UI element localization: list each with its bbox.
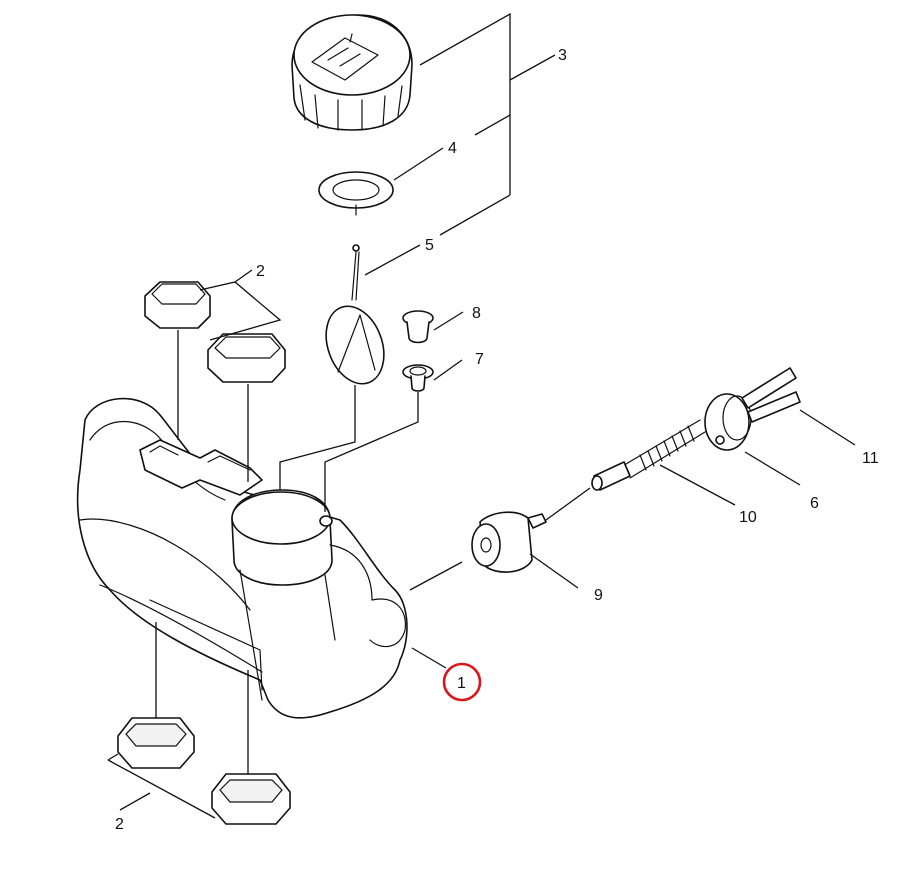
callout-5: 5 — [425, 237, 434, 254]
callout-7: 7 — [475, 351, 484, 368]
leader-lines — [107, 12, 856, 819]
callout-6: 6 — [810, 495, 819, 512]
callout-3: 3 — [558, 47, 567, 64]
highlight-circle — [442, 662, 482, 702]
cap-gasket — [318, 171, 394, 209]
fuel-tank — [76, 397, 408, 719]
grommet-plug — [402, 310, 434, 344]
tank-grommet — [402, 364, 434, 392]
callout-10: 10 — [739, 509, 757, 526]
upper-rubber-mount-2 — [207, 333, 286, 383]
fuel-cap — [291, 14, 413, 131]
fuel-line-grommet — [704, 393, 752, 451]
callout-2-bottom: 2 — [115, 816, 124, 833]
lower-rubber-mount-1 — [117, 717, 195, 769]
lower-rubber-mount-2 — [211, 773, 291, 825]
fuel-tubes — [741, 367, 801, 423]
callout-4: 4 — [448, 140, 457, 157]
callout-8: 8 — [472, 305, 481, 322]
callout-2-top: 2 — [256, 263, 265, 280]
fuel-pipe — [591, 419, 706, 491]
fuel-filter — [471, 511, 547, 573]
callout-11: 11 — [862, 450, 879, 467]
callout-1: 1 — [457, 675, 466, 692]
upper-rubber-mount-1 — [144, 281, 211, 329]
cap-tether-strap — [325, 204, 385, 385]
callout-9: 9 — [594, 587, 603, 604]
